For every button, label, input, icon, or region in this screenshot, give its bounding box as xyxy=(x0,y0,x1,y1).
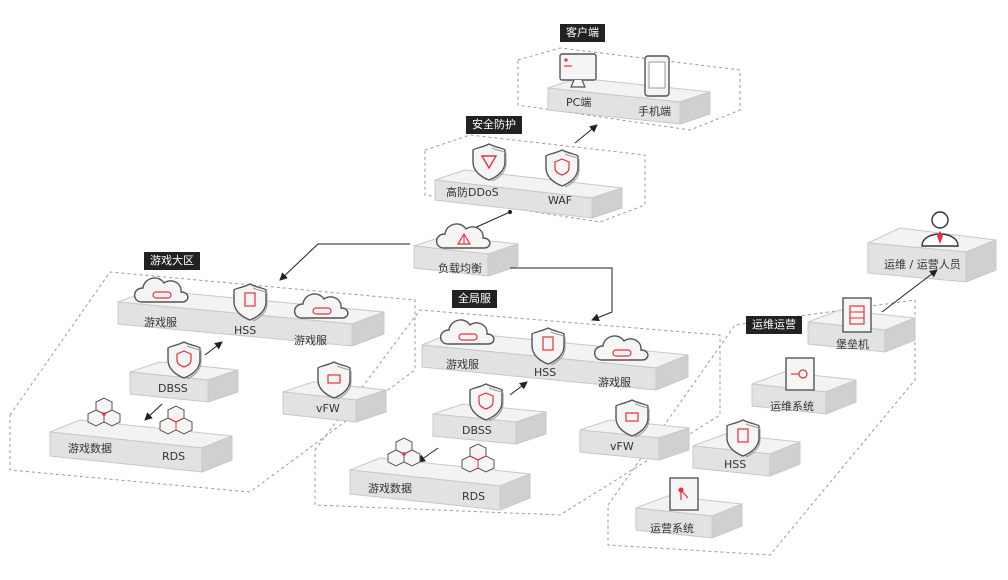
zone-game-region xyxy=(9,271,416,493)
user-person-icon xyxy=(921,211,959,247)
zone-tag-game-region: 游戏大区 xyxy=(144,252,200,270)
hexagon-db-icon xyxy=(387,437,421,467)
tablet-icon xyxy=(644,55,670,97)
label-gr-server2: 游戏服 xyxy=(294,334,327,347)
game-server-cloud-icon xyxy=(133,277,189,303)
label-ops-bastion: 堡垒机 xyxy=(836,338,869,351)
hss-shield-icon xyxy=(531,327,566,366)
label-gr-rds: RDS xyxy=(162,450,186,463)
zone-tag-ops: 运维运营 xyxy=(746,316,802,334)
zone-tag-global: 全局服 xyxy=(452,290,497,308)
anti-ddos-shield-icon xyxy=(472,143,507,182)
label-gr-gamedata: 游戏数据 xyxy=(68,442,112,455)
monitor-icon xyxy=(559,53,597,88)
label-ddos: 高防DDoS xyxy=(446,186,499,199)
zone-tag-client: 客户端 xyxy=(560,24,605,42)
label-gl-rds: RDS xyxy=(462,490,486,503)
bastion-host-icon xyxy=(842,297,872,333)
ops-system-icon xyxy=(785,357,815,391)
label-gr-server1: 游戏服 xyxy=(144,316,177,329)
gr-db-block xyxy=(49,419,233,473)
dbss-shield-icon xyxy=(469,383,504,422)
game-server-cloud-icon xyxy=(439,319,495,345)
zone-client xyxy=(517,47,741,131)
label-gl-server1: 游戏服 xyxy=(446,358,479,371)
dbss-shield-icon xyxy=(167,341,202,380)
label-gl-vfw: vFW xyxy=(610,440,634,453)
operations-system-icon xyxy=(669,477,699,511)
zone-global xyxy=(314,309,721,516)
load-balancer-cloud-icon xyxy=(435,223,491,249)
connectors xyxy=(144,124,938,463)
waf-shield-icon xyxy=(545,149,580,188)
label-gr-dbss: DBSS xyxy=(158,382,188,395)
label-lb: 负载均衡 xyxy=(438,262,482,275)
label-gr-vfw: vFW xyxy=(316,402,340,415)
label-ops-opersys: 运营系统 xyxy=(650,522,694,535)
zone-tag-security: 安全防护 xyxy=(466,116,522,134)
label-ops-opsys: 运维系统 xyxy=(770,400,814,413)
label-gl-server2: 游戏服 xyxy=(598,376,631,389)
label-mobile: 手机端 xyxy=(638,105,671,118)
client-block xyxy=(547,77,711,125)
game-server-cloud-icon xyxy=(593,335,649,361)
hexagon-db-icon xyxy=(159,405,193,435)
hexagon-db-icon xyxy=(87,397,121,427)
hss-shield-icon xyxy=(233,283,268,322)
label-pc: PC端 xyxy=(566,96,592,109)
zone-security xyxy=(424,134,646,223)
label-ops-hss: HSS xyxy=(724,458,747,471)
hss-shield-icon xyxy=(726,419,761,458)
game-server-cloud-icon xyxy=(293,293,349,319)
zone-ops xyxy=(607,299,916,556)
label-gl-dbss: DBSS xyxy=(462,424,492,437)
label-gr-hss: HSS xyxy=(234,324,257,337)
label-waf: WAF xyxy=(548,194,573,207)
hexagon-db-icon xyxy=(461,443,495,473)
vfw-shield-icon xyxy=(317,361,352,400)
vfw-shield-icon xyxy=(615,399,650,438)
label-personnel: 运维 / 运营人员 xyxy=(884,258,961,271)
label-gl-hss: HSS xyxy=(534,366,557,379)
ops-opsys-block xyxy=(751,371,857,415)
label-gl-gamedata: 游戏数据 xyxy=(368,482,412,495)
